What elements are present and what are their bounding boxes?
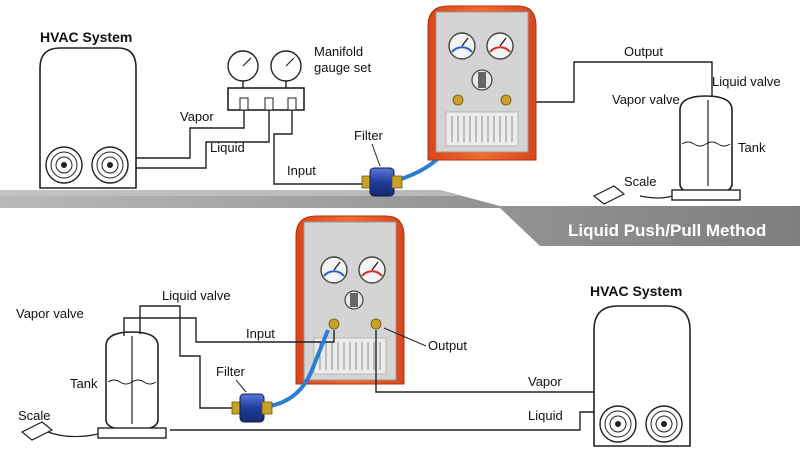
bottom-vapor-label: Vapor bbox=[528, 374, 562, 389]
top-tank-label: Tank bbox=[738, 140, 766, 155]
hvac-unit-bottom bbox=[593, 305, 691, 447]
top-scale-label: Scale bbox=[624, 174, 657, 189]
bottom-hvac-title: HVAC System bbox=[590, 283, 682, 299]
bottom-vapor-valve-label: Vapor valve bbox=[16, 306, 84, 321]
fan-icon bbox=[599, 405, 637, 443]
bottom-input-label: Input bbox=[246, 326, 275, 341]
tank-bottom bbox=[97, 331, 167, 439]
bottom-output-pointer bbox=[383, 327, 427, 347]
bottom-scale-label: Scale bbox=[18, 408, 51, 423]
manifold-label-line2: gauge set bbox=[314, 60, 371, 75]
fan-icon bbox=[45, 146, 83, 184]
bottom-scale-icon bbox=[20, 421, 99, 441]
manifold-label-line1: Manifold bbox=[314, 44, 363, 59]
top-scale-icon bbox=[592, 185, 673, 205]
bottom-tank-label: Tank bbox=[70, 376, 98, 391]
bottom-filter-pointer bbox=[235, 379, 247, 393]
bottom-blue-hose bbox=[269, 329, 330, 408]
bottom-filter-icon bbox=[231, 393, 273, 423]
top-filter-icon bbox=[361, 167, 403, 197]
top-input-label: Input bbox=[287, 163, 316, 178]
top-filter-pointer bbox=[371, 143, 381, 167]
top-vapor-valve-label: Vapor valve bbox=[612, 92, 680, 107]
top-filter-label: Filter bbox=[354, 128, 384, 143]
top-liquid-valve-label: Liquid valve bbox=[712, 74, 781, 89]
bottom-filter-label: Filter bbox=[216, 364, 246, 379]
fan-icon bbox=[645, 405, 683, 443]
bottom-liquid-label: Liquid bbox=[528, 408, 563, 423]
top-hvac-title: HVAC System bbox=[40, 29, 132, 45]
fan-icon bbox=[91, 146, 129, 184]
bottom-liquid-valve-label: Liquid valve bbox=[162, 288, 231, 303]
divider-band bbox=[0, 190, 800, 246]
top-liquid-label: Liquid bbox=[210, 140, 245, 155]
bottom-hoses bbox=[123, 305, 596, 431]
recovery-machine-bottom bbox=[295, 215, 405, 385]
top-vapor-label: Vapor bbox=[180, 109, 214, 124]
top-hoses bbox=[136, 61, 713, 185]
bottom-output-label: Output bbox=[428, 338, 467, 353]
manifold-gauge-set bbox=[227, 50, 305, 111]
recovery-machine-top bbox=[427, 5, 537, 161]
banner-title: Liquid Push/Pull Method bbox=[568, 221, 766, 240]
top-output-label: Output bbox=[624, 44, 663, 59]
tank-top bbox=[671, 95, 741, 201]
hvac-unit-top bbox=[39, 47, 137, 189]
